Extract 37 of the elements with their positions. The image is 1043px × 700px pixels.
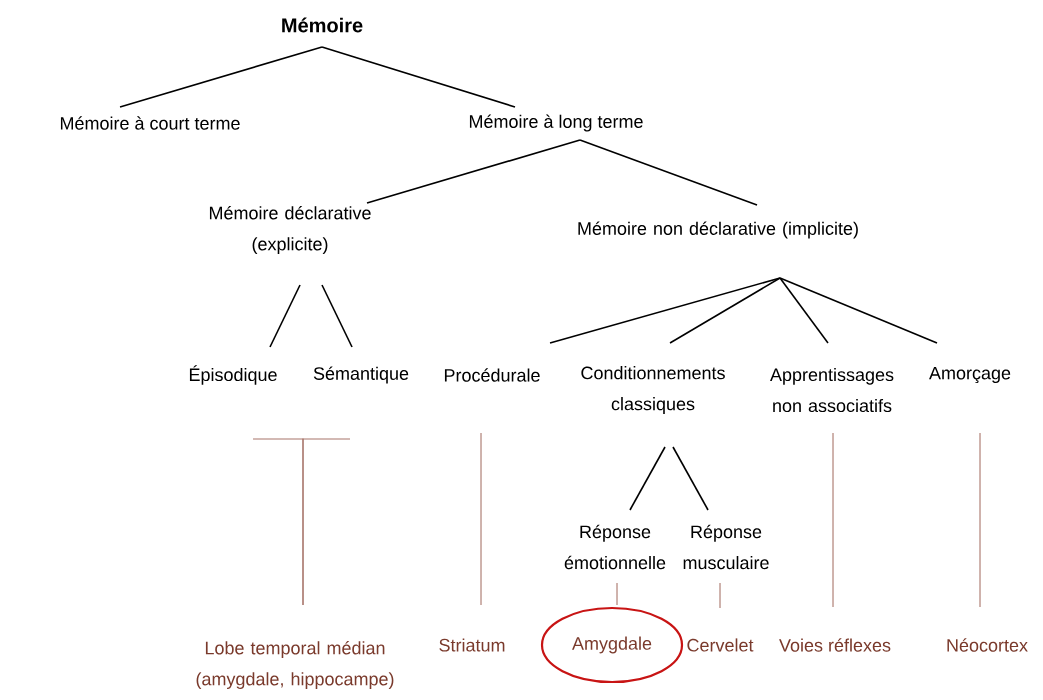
tree-label: Procédurale xyxy=(444,368,540,382)
connector-line xyxy=(979,432,981,608)
connector-line xyxy=(302,438,351,606)
connector-line xyxy=(579,139,758,206)
brain-region-label: Striatum xyxy=(439,638,505,652)
tree-label: Mémoire à court terme xyxy=(60,116,240,130)
connector-line xyxy=(480,432,482,606)
tree-label: Épisodique xyxy=(189,365,277,385)
brain-region-label: Voies réflexes xyxy=(779,638,891,652)
tree-label: Mémoire non déclarative (implicite) xyxy=(578,221,858,239)
connector-line xyxy=(669,277,781,344)
connector-line xyxy=(672,446,709,511)
tree-label: Mémoire déclarative (explicite) xyxy=(209,206,371,254)
connector-line xyxy=(321,284,353,348)
tree-label: Apprentissages non associatifs xyxy=(770,367,894,413)
brain-region-label: Cervelet xyxy=(687,638,754,652)
tree-label: Amorçage xyxy=(929,366,1011,384)
tree-label: Sémantique xyxy=(313,366,409,384)
connector-line xyxy=(719,582,721,609)
connector-line xyxy=(366,139,581,204)
connector-line xyxy=(321,46,516,108)
connector-line xyxy=(616,582,618,606)
tree-label: Réponse émotionnelle xyxy=(564,524,666,570)
connector-line xyxy=(629,446,666,511)
brain-region-label: Néocortex xyxy=(947,638,1028,652)
brain-region-label: Lobe temporal médian (amygdale, hippocampe) xyxy=(196,641,394,689)
connector-line xyxy=(779,277,829,344)
connector-line xyxy=(269,284,301,348)
heading-text: Mémoire xyxy=(282,17,363,33)
tree-label: Mémoire à long terme xyxy=(469,114,643,132)
connector-line xyxy=(832,432,834,608)
connector-line xyxy=(779,277,938,344)
tree-label: Réponse musculaire xyxy=(683,524,769,570)
connector-line xyxy=(549,277,781,344)
tree-label: Conditionnements classiques xyxy=(581,366,725,414)
connector-line xyxy=(119,46,323,108)
circled-label: Amygdale xyxy=(540,606,684,684)
